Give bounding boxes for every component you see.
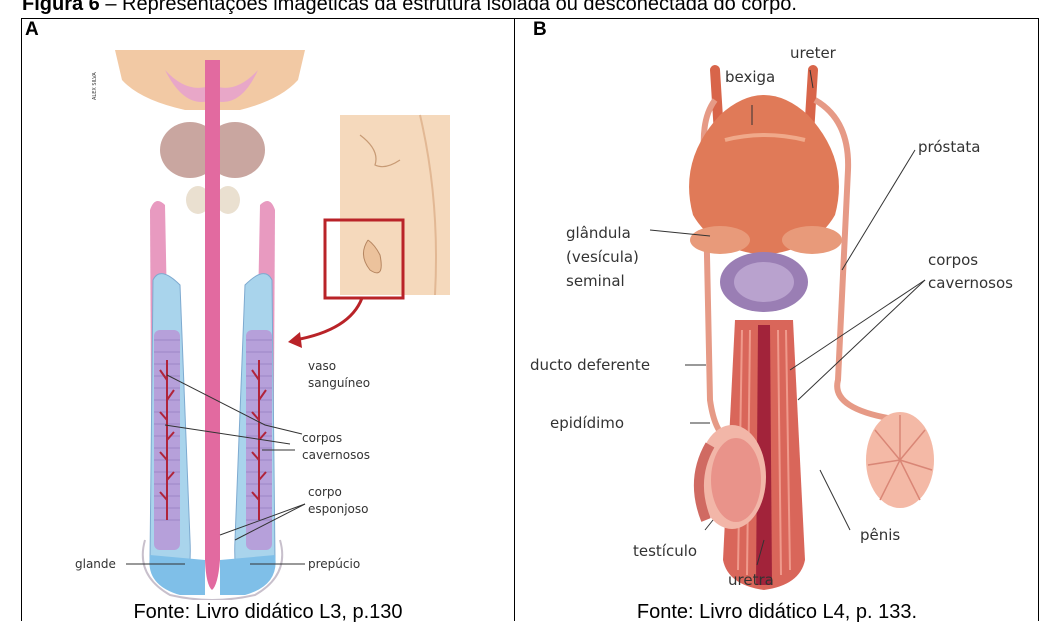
- label-ducto: ducto deferente: [530, 356, 650, 374]
- label-glandula-1: glândula: [566, 224, 631, 242]
- label-prostata: próstata: [918, 138, 981, 156]
- label-glandula-3: seminal: [566, 272, 625, 290]
- penis-section-illustration: ALEX SILVA: [40, 40, 480, 600]
- pointer-arrow: [295, 298, 362, 340]
- label-penis: pênis: [860, 526, 900, 544]
- label-glandula-2: (vesícula): [566, 248, 639, 266]
- seminal-vesicle-left: [690, 226, 750, 254]
- urethra-tube: [205, 60, 220, 590]
- caption-b: Fonte: Livro didático L4, p. 133.: [515, 600, 1039, 624]
- label-esp-2: esponjoso: [308, 502, 368, 516]
- label-epididimo: epidídimo: [550, 414, 624, 432]
- reproductive-system-illustration: ureter bexiga próstata glândula (vesícul…: [530, 40, 1030, 600]
- label-corpos-1: corpos: [928, 251, 978, 269]
- label-bexiga: bexiga: [725, 68, 775, 86]
- label-glande: glande: [75, 557, 116, 571]
- label-cav-1: corpos: [302, 431, 342, 445]
- panel-a-letter: A: [25, 19, 39, 41]
- seminal-vesicle-right: [782, 226, 842, 254]
- illustrator-signature: ALEX SILVA: [92, 72, 98, 100]
- label-esp-1: corpo: [308, 485, 342, 499]
- label-ureter: ureter: [790, 44, 837, 62]
- label-cav-2: cavernosos: [302, 448, 370, 462]
- figure-title: Figura 6 – Representações imagéticas da …: [22, 0, 1058, 15]
- panel-divider: [514, 18, 515, 621]
- label-uretra: uretra: [728, 571, 774, 589]
- panel-b-letter: B: [533, 19, 547, 41]
- label-corpos-2: cavernosos: [928, 274, 1013, 292]
- label-vaso-1: vaso: [308, 359, 336, 373]
- caption-a: Fonte: Livro didático L3, p.130: [22, 600, 514, 624]
- label-vaso-2: sanguíneo: [308, 376, 370, 390]
- label-prepucio: prepúcio: [308, 557, 360, 571]
- label-testiculo: testículo: [633, 542, 697, 560]
